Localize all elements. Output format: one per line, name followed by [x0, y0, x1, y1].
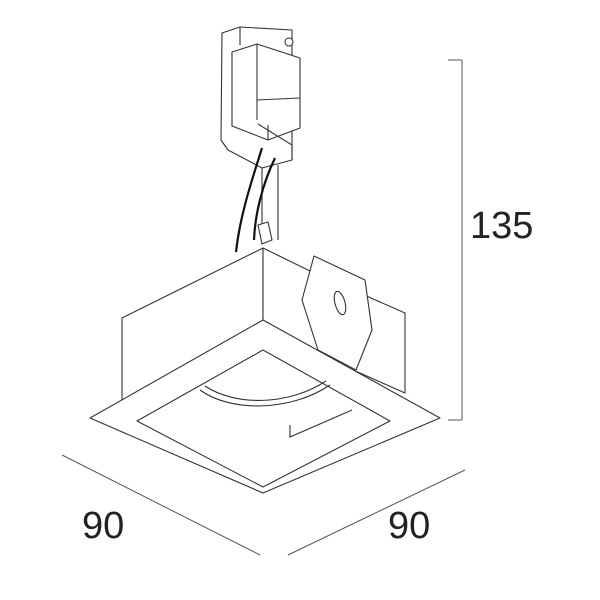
screw-icon [284, 37, 294, 47]
width-left-dimension-label: 90 [82, 505, 125, 547]
driver-box [220, 26, 301, 240]
housing [121, 221, 406, 401]
width-right-dimension-label: 90 [388, 505, 431, 547]
wire [234, 147, 264, 253]
mounting-clip [301, 255, 373, 371]
width-dimension-lines [61, 454, 466, 556]
wire [252, 157, 276, 241]
trim-frame [89, 319, 441, 494]
height-dimension-line [448, 59, 463, 421]
height-dimension-label: 135 [470, 205, 534, 247]
